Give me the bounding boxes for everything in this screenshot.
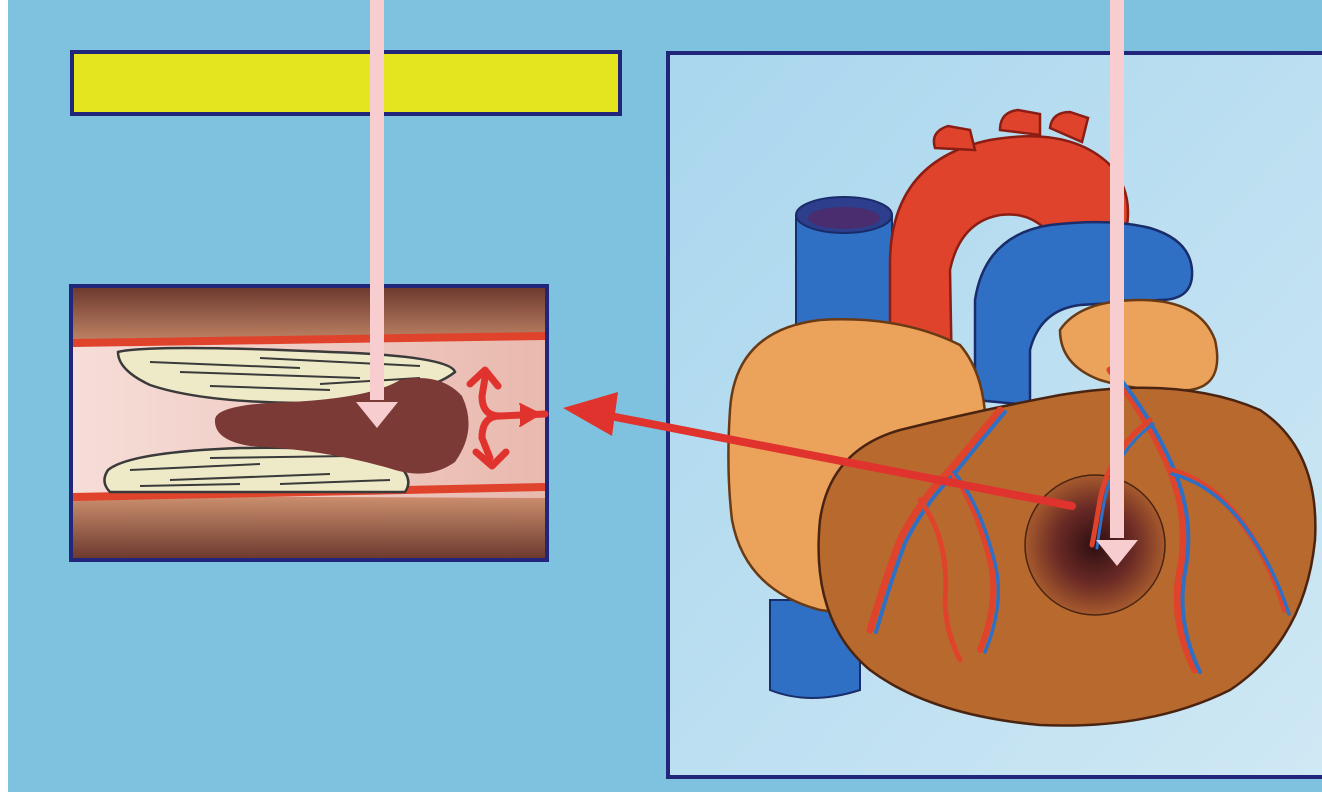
- artery-inset-panel: [71, 286, 547, 560]
- infarct-zone: [1025, 475, 1165, 615]
- artery-wall-bottom: [73, 500, 545, 558]
- heart-panel: [668, 53, 1322, 777]
- left-margin-strip: [0, 0, 8, 792]
- title-bar-label: [80, 58, 614, 106]
- vena-cava-lumen: [808, 207, 880, 229]
